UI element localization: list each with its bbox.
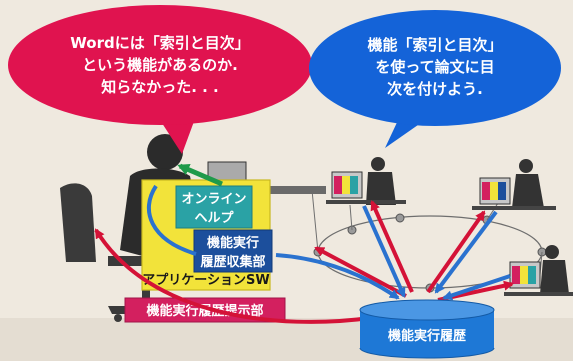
- red-arrow-user2: [426, 210, 486, 294]
- speech-left-line1: Wordには「索引と目次」: [70, 34, 249, 52]
- speech-right-line3: 次を付けよう.: [387, 80, 483, 98]
- speech-bubble-left: [8, 5, 312, 154]
- blue-arrow-user1: [362, 205, 406, 298]
- online-help-line1: オンライン: [181, 192, 246, 207]
- collector-line2: 履歴収集部: [200, 254, 265, 270]
- online-help-line2: ヘルプ: [194, 211, 234, 226]
- speech-right-line2: を使って論文に目: [375, 58, 494, 76]
- user-to-collector-arrow: [146, 184, 197, 256]
- app-sw-label: アプリケーションSW: [142, 273, 269, 288]
- blue-arrow-user3: [442, 274, 511, 301]
- network-link: [311, 189, 319, 253]
- help-arrow: [177, 163, 223, 187]
- collector-to-db-arrow: [275, 253, 400, 300]
- collector-box: [193, 229, 273, 273]
- history-database: [359, 299, 495, 359]
- database-label: 機能実行履歴: [388, 328, 466, 344]
- speech-right-line1: 機能「索引と目次」: [367, 36, 502, 54]
- red-arrow-left: [314, 246, 407, 298]
- speech-left-line2: という機能があるのか.: [82, 56, 238, 74]
- network-link: [349, 204, 353, 231]
- remote-user-1: [326, 157, 406, 205]
- remote-user-2: [472, 159, 556, 210]
- online-help-box: [175, 185, 253, 229]
- network-node: [395, 213, 405, 223]
- remote-user-3: [504, 245, 573, 296]
- red-arrow-user1: [370, 200, 414, 293]
- presenter-arrow: [94, 228, 371, 324]
- collector-line1: 機能実行: [207, 235, 259, 251]
- speech-left-line3: 知らなかった. . .: [101, 78, 219, 96]
- speech-bubble-right: [309, 10, 561, 148]
- blue-arrow-user2: [434, 210, 498, 294]
